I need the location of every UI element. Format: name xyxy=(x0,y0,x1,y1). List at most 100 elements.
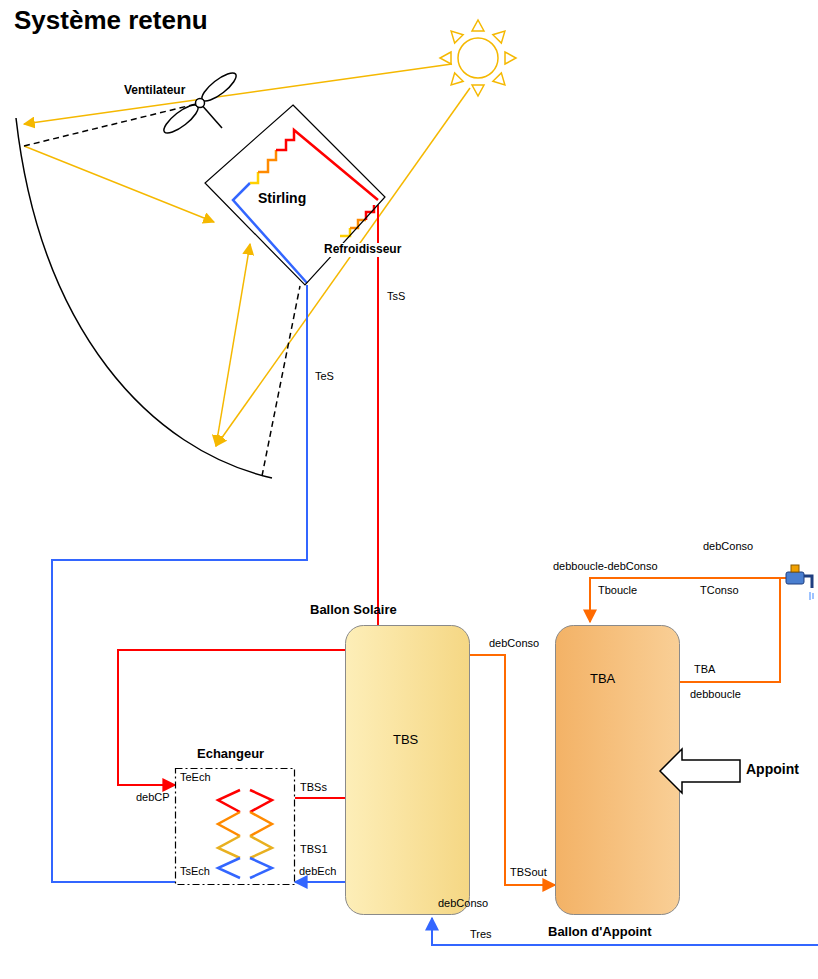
tap-handle xyxy=(791,565,799,572)
tank-body xyxy=(346,626,470,915)
tank-heading: Ballon Solaire xyxy=(310,603,397,618)
loop-pipe xyxy=(680,578,780,682)
pipe-connector xyxy=(470,655,555,885)
parabolic-dish xyxy=(16,118,272,478)
coil-stage xyxy=(218,858,240,878)
support-strut xyxy=(262,286,300,476)
signal-name-slot: debCP xyxy=(136,791,170,804)
signal-name: debboucle xyxy=(690,688,741,701)
heater-arrow: Appoint xyxy=(660,748,803,794)
signal-name-slot: debConso xyxy=(487,637,541,650)
signal-name: TConso xyxy=(700,584,739,597)
coil-stage xyxy=(250,172,258,183)
signal-name: TsEch xyxy=(180,865,210,878)
fan-blade xyxy=(160,101,202,138)
part-name: Ventilateur xyxy=(122,84,187,98)
signal-name: TeEch xyxy=(180,771,211,784)
diagram-title-slot: Système retenu xyxy=(14,6,208,36)
signal-name-slot: TBSout xyxy=(510,866,547,879)
coil-stage xyxy=(218,790,240,812)
signal-name: TBSout xyxy=(510,866,547,879)
temperature-name: TBA xyxy=(590,672,615,687)
light-ray xyxy=(24,64,452,124)
tank-heading-slot: Ballon Solaire xyxy=(310,603,397,618)
pipe-connector xyxy=(295,797,345,799)
stirling-engine: StirlingRefroidisseur xyxy=(205,105,385,285)
part-name-slot: Refroidisseur xyxy=(322,243,403,257)
signal-name: TBS1 xyxy=(300,843,328,856)
coil-stage xyxy=(250,790,272,812)
signal-name: debCP xyxy=(136,791,170,804)
cooler-stage xyxy=(366,205,374,220)
coil-stage xyxy=(250,812,272,836)
signal-name: TeS xyxy=(313,370,336,383)
sun-ray xyxy=(440,52,451,64)
coil-stage xyxy=(258,150,276,172)
heater-name-slot: Appoint xyxy=(746,761,799,777)
temperature-name: TBS xyxy=(393,733,418,748)
solar-tank: Ballon SolaireTBS xyxy=(345,625,470,915)
signal-name-slot: TsEch xyxy=(180,865,210,878)
coil-stage xyxy=(250,858,272,878)
coil-stage xyxy=(276,130,378,200)
signal-name: debConso xyxy=(703,540,753,553)
tap-body xyxy=(786,572,804,584)
cold-supply-pipe xyxy=(432,918,818,945)
fan xyxy=(160,69,240,138)
signal-name-slot: debConso xyxy=(703,540,753,553)
signal-name-slot: TeS xyxy=(313,370,336,383)
signal-name: debConso xyxy=(438,897,488,910)
signal-name-slot: debboucle-debConso xyxy=(553,560,658,573)
signal-name-slot: TeEch xyxy=(180,771,211,784)
sun-ray xyxy=(451,31,463,43)
signal-name-slot: TBS1 xyxy=(300,843,328,856)
sun-ray xyxy=(451,73,463,85)
sun-rays xyxy=(440,20,516,96)
engine-name: Stirling xyxy=(258,190,306,206)
sun-ray xyxy=(493,73,505,85)
sun-ray xyxy=(505,52,516,64)
signal-name: debEch xyxy=(299,865,336,878)
tank-heading: Ballon d'Appoint xyxy=(548,925,651,940)
light-paths xyxy=(24,64,470,446)
signal-name: TBSs xyxy=(300,781,327,794)
light-ray xyxy=(216,244,250,446)
sun xyxy=(440,20,516,96)
signal-name: debboucle-debConso xyxy=(553,560,658,573)
exchanger-coils xyxy=(218,790,272,878)
sun-ray xyxy=(493,31,505,43)
box-heading-slot: Echangeur xyxy=(197,747,264,762)
signal-name-slot: Tres xyxy=(470,928,492,941)
signal-name-slot: TsS xyxy=(385,290,407,303)
exchanger-frame xyxy=(176,769,295,885)
signal-name: TsS xyxy=(385,290,407,303)
sun-ray xyxy=(472,85,484,96)
signal-name: TBA xyxy=(694,663,715,676)
light-ray xyxy=(216,88,470,446)
part-name: Refroidisseur xyxy=(322,243,403,257)
signal-name: Tboucle xyxy=(598,584,637,597)
signal-name-slot: TConso xyxy=(700,584,739,597)
cooler-stage xyxy=(340,228,350,236)
loop-return-pipe xyxy=(590,578,788,622)
signal-name-slot: TBSs xyxy=(300,781,327,794)
signal-name: debConso xyxy=(487,637,541,650)
signal-name-slot: debEch xyxy=(299,865,336,878)
tap-icon xyxy=(786,565,813,600)
hot-water-loop xyxy=(432,578,818,945)
block-arrow xyxy=(660,749,740,793)
light-ray xyxy=(24,146,214,222)
coil-stage xyxy=(250,836,272,858)
diagram-title: Système retenu xyxy=(14,6,208,36)
sun-ray xyxy=(472,20,484,31)
signal-name: Tres xyxy=(470,928,492,941)
node-outline xyxy=(345,625,470,915)
tap-spout xyxy=(804,576,812,588)
part-name-slot: Ventilateur xyxy=(122,84,187,98)
fan-hub xyxy=(196,99,205,108)
signal-name-slot: TBA xyxy=(694,663,715,676)
sun-disc xyxy=(458,38,498,78)
pipe-connector xyxy=(52,285,307,882)
dish-supports xyxy=(24,104,300,476)
